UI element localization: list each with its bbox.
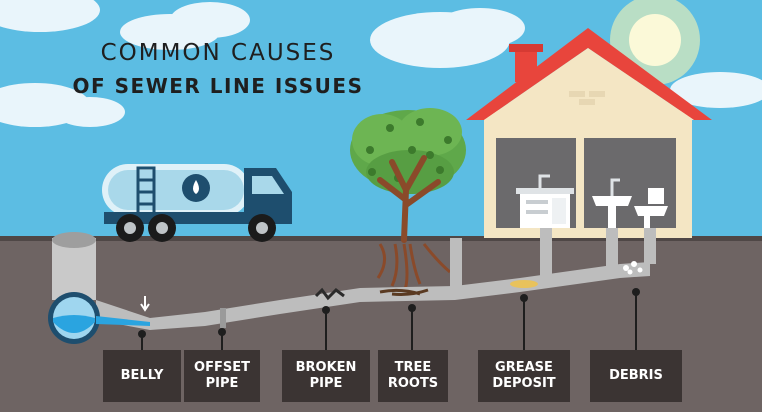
sink-icon — [592, 196, 632, 206]
tree-roots — [376, 243, 451, 293]
label-belly: BELLY — [103, 350, 181, 402]
label-belly-text: BELLY — [120, 368, 164, 383]
roof — [466, 28, 712, 120]
toilet-icon — [648, 188, 664, 204]
label-grease-deposit: GREASE DEPOSIT — [478, 350, 570, 402]
grease-blob — [510, 280, 538, 288]
label-tree-roots-text: TREE ROOTS — [387, 360, 439, 391]
ground-line — [0, 236, 762, 241]
house — [466, 28, 712, 238]
tree — [350, 108, 466, 293]
title-line-1: COMMON CAUSES — [100, 40, 336, 66]
main-pipe — [96, 262, 650, 330]
riser-tree — [450, 238, 462, 288]
label-debris-text: DEBRIS — [609, 368, 663, 383]
label-offset-pipe-text: OFFSET PIPE — [194, 360, 250, 391]
chimney — [515, 48, 537, 82]
sun — [629, 14, 681, 66]
riser-toilet — [644, 228, 656, 264]
label-grease-deposit-text: GREASE DEPOSIT — [492, 360, 556, 391]
label-tree-roots: TREE ROOTS — [378, 350, 448, 402]
offset-joint — [220, 308, 226, 328]
label-broken-pipe-text: BROKEN PIPE — [295, 360, 357, 391]
debris-bits — [623, 261, 643, 275]
title-line-2: OF SEWER LINE ISSUES — [72, 74, 364, 98]
label-offset-pipe: OFFSET PIPE — [184, 350, 260, 402]
water — [53, 315, 95, 333]
water-drop-icon — [193, 180, 199, 194]
riser-sink — [606, 228, 618, 270]
label-broken-pipe: BROKEN PIPE — [282, 350, 370, 402]
riser-vanity — [540, 228, 552, 286]
belly-arrow-icon — [140, 296, 150, 312]
label-debris: DEBRIS — [590, 350, 682, 402]
clouds — [0, 0, 762, 127]
truck — [102, 164, 292, 242]
sewer-pipe-system — [52, 228, 656, 330]
crack-icon — [314, 287, 345, 301]
